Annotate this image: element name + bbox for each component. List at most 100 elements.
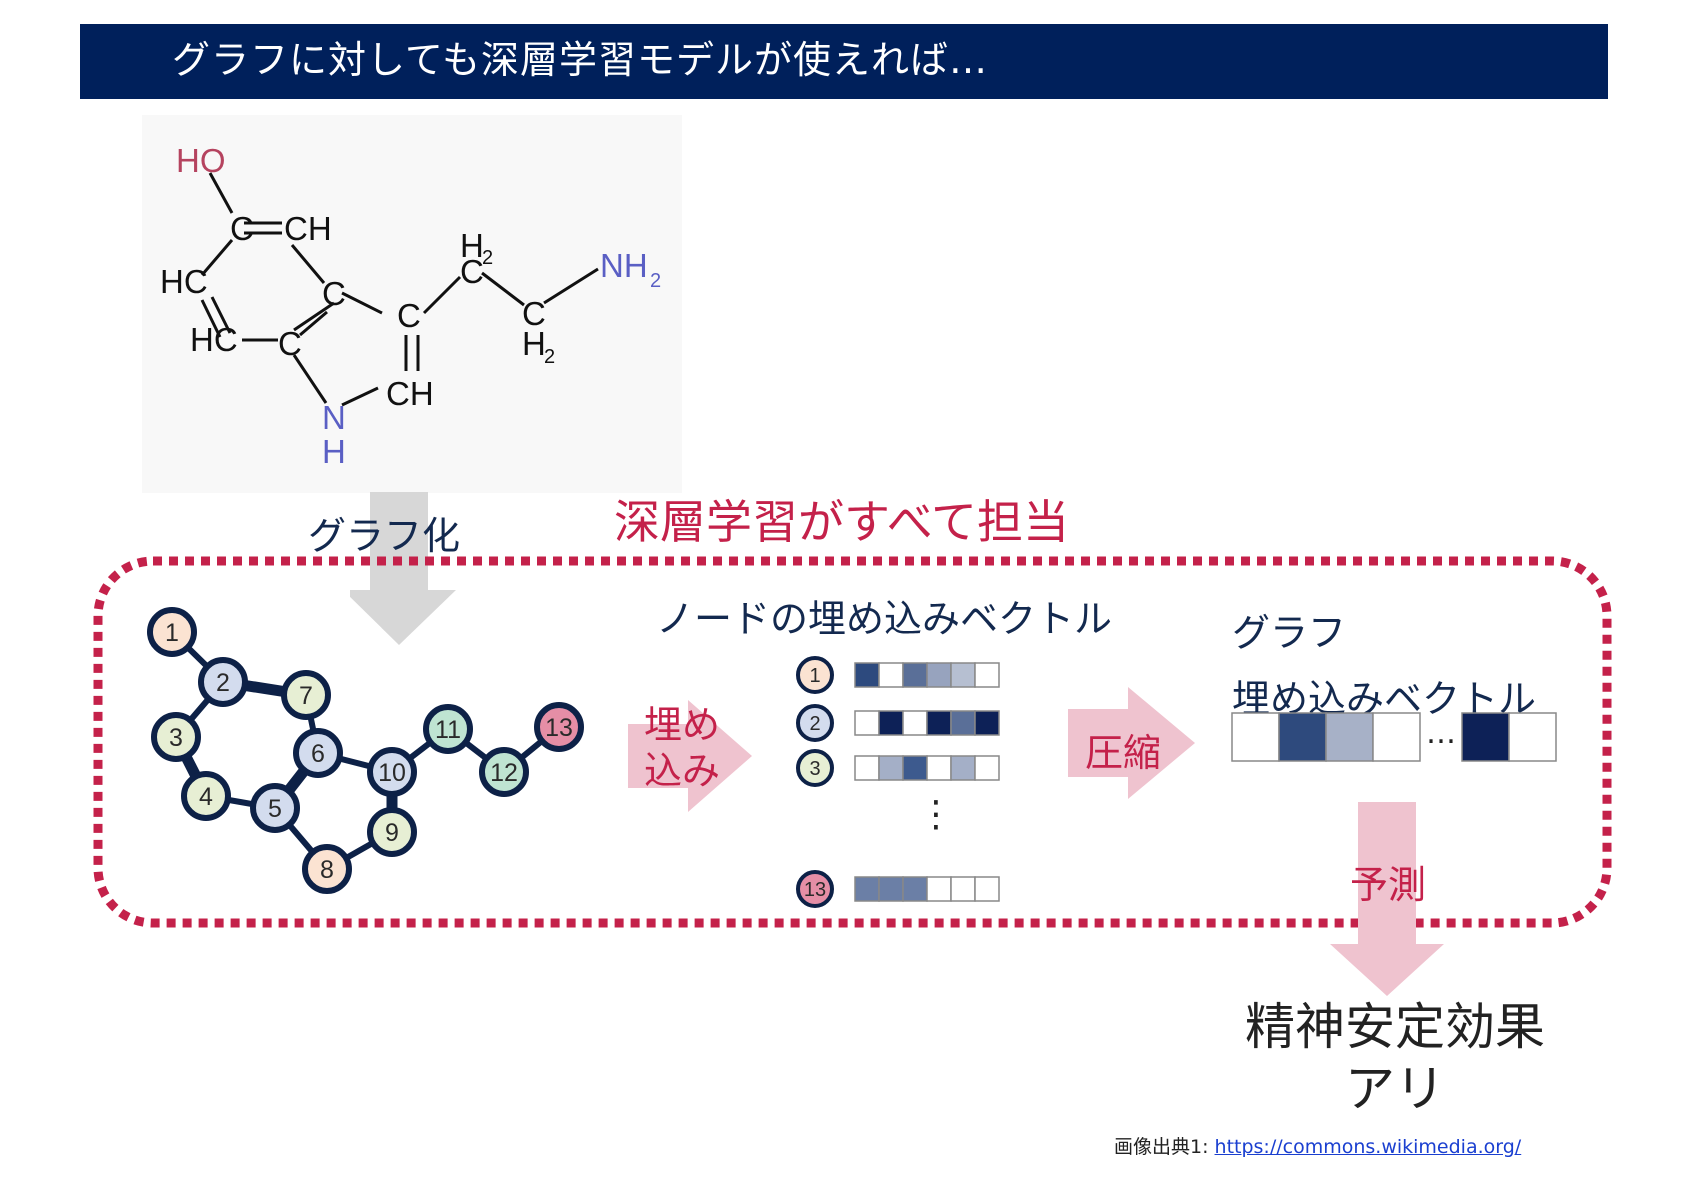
horizontal-ellipsis: … xyxy=(1426,716,1456,751)
atom-c-top: C xyxy=(230,210,254,247)
graph-node-12 xyxy=(479,747,529,797)
molecule-image: HO C CH HC HC C C C CH N H C H 2 C H 2 N… xyxy=(142,115,682,493)
prediction-result: 精神安定効果 アリ xyxy=(1230,996,1560,1120)
atom-n: N xyxy=(322,399,346,436)
atom-hc-bottom: HC xyxy=(190,321,238,358)
prediction-result-line-2: アリ xyxy=(1345,1060,1445,1118)
node-vector-cell xyxy=(926,710,952,736)
prediction-result-line-1: 精神安定効果 xyxy=(1245,998,1545,1056)
node-vector-cell xyxy=(854,755,880,781)
atom-h-on-n: H xyxy=(322,433,346,470)
credit-prefix: 画像出典1: xyxy=(1114,1136,1215,1158)
graph-node-9 xyxy=(367,807,417,857)
node-vectors-title: ノードの埋め込みベクトル xyxy=(656,597,1113,641)
graphify-label: グラフ化 xyxy=(308,514,461,558)
graph-node-7 xyxy=(281,670,331,720)
node-vector-cell xyxy=(950,755,976,781)
atom-sub2-a: 2 xyxy=(482,247,493,269)
graph-node-1 xyxy=(147,607,197,657)
graph-node-label-5: 5 xyxy=(268,795,282,823)
node-vector-cell xyxy=(926,662,952,688)
graph-node-label-4: 4 xyxy=(199,783,213,811)
node-vector-cell xyxy=(854,876,880,902)
vertical-ellipsis: ⋮ xyxy=(918,794,954,835)
graph-vector-cell xyxy=(1508,712,1557,762)
credit-link[interactable]: https://commons.wikimedia.org/ xyxy=(1214,1136,1522,1158)
node-vector-cell xyxy=(854,710,880,736)
graph-vector-cell xyxy=(1461,712,1510,762)
vector-node-13 xyxy=(796,870,834,908)
graph-node-label-11: 11 xyxy=(435,716,461,744)
deep-learning-label: 深層学習がすべて担当 xyxy=(614,495,1069,549)
predict-arrow xyxy=(1330,802,1444,996)
atom-sub2-nh: 2 xyxy=(650,270,661,292)
graph-node-label-6: 6 xyxy=(311,740,325,768)
compress-arrow xyxy=(1068,687,1195,799)
image-credit: 画像出典1: https://commons.wikimedia.org/ xyxy=(1114,1132,1521,1159)
graph-node-label-7: 7 xyxy=(299,682,313,710)
embed-label-line-2: 込み xyxy=(644,749,721,793)
page-title: グラフに対しても深層学習モデルが使えれば… xyxy=(172,38,988,82)
node-vector-cell xyxy=(902,710,928,736)
vector-node-1 xyxy=(796,656,834,694)
atom-ch2-a: C xyxy=(460,253,484,290)
graph-node-label-2: 2 xyxy=(216,669,230,697)
node-vector-cell xyxy=(974,710,1000,736)
node-vector-cell xyxy=(878,755,904,781)
graph-node-5 xyxy=(250,783,300,833)
atom-ch-top: CH xyxy=(284,210,332,247)
graph-node-label-12: 12 xyxy=(490,759,518,787)
graph-node-label-8: 8 xyxy=(320,856,334,884)
atom-c-pent: C xyxy=(397,297,421,334)
graph-node-3 xyxy=(151,712,201,762)
graph-node-4 xyxy=(181,771,231,821)
atom-hc-left: HC xyxy=(160,263,208,300)
atom-ho: HO xyxy=(176,142,226,179)
node-vector-cell xyxy=(950,662,976,688)
graph-vector-cell xyxy=(1372,712,1421,762)
graph-vector-cell xyxy=(1231,712,1280,762)
atom-h2-a: H xyxy=(460,227,484,264)
atom-ch-pent: CH xyxy=(386,375,434,412)
vector-node-2 xyxy=(796,704,834,742)
embed-arrow xyxy=(628,700,752,812)
node-vector-cell xyxy=(974,755,1000,781)
node-vector-cell xyxy=(950,710,976,736)
atom-sub2-b: 2 xyxy=(544,346,555,368)
graph-node-6 xyxy=(293,728,343,778)
node-vector-cell xyxy=(902,662,928,688)
compress-label: 圧縮 xyxy=(1085,731,1162,775)
atom-c-ring1: C xyxy=(322,275,346,312)
vector-node-label-2: 2 xyxy=(809,713,820,735)
vector-node-label-1: 1 xyxy=(809,665,820,687)
predict-label: 予測 xyxy=(1350,863,1427,907)
graph-node-2 xyxy=(198,657,248,707)
atom-nh2: NH xyxy=(600,247,648,284)
graph-node-label-10: 10 xyxy=(378,759,406,787)
vector-node-3 xyxy=(796,749,834,787)
node-vector-cell xyxy=(902,876,928,902)
graph-node-label-9: 9 xyxy=(385,819,399,847)
atom-ch2-b: C xyxy=(522,295,546,332)
graphify-arrow xyxy=(350,492,456,645)
node-vector-cell xyxy=(974,662,1000,688)
graph-node-11 xyxy=(423,704,473,754)
graph-node-13 xyxy=(534,702,584,752)
node-vector-cell xyxy=(878,662,904,688)
node-vector-cell xyxy=(926,876,952,902)
graph-node-8 xyxy=(302,844,352,894)
graph-node-label-1: 1 xyxy=(165,619,179,647)
graph-vector-cell xyxy=(1325,712,1374,762)
node-vector-cell xyxy=(878,876,904,902)
title-bar: グラフに対しても深層学習モデルが使えれば… xyxy=(80,24,1608,99)
embed-label-line-1: 埋め xyxy=(644,703,721,747)
embed-label: 埋め 込み xyxy=(644,702,720,794)
molecule-structure: HO C CH HC HC C C C CH N H C H 2 C H 2 N… xyxy=(160,142,661,470)
vector-node-label-13: 13 xyxy=(804,879,826,901)
graph-node-label-13: 13 xyxy=(545,714,573,742)
node-vector-cell xyxy=(926,755,952,781)
atom-c-ring2: C xyxy=(278,325,302,362)
node-vector-cell xyxy=(950,876,976,902)
graph-vector-cell xyxy=(1278,712,1327,762)
